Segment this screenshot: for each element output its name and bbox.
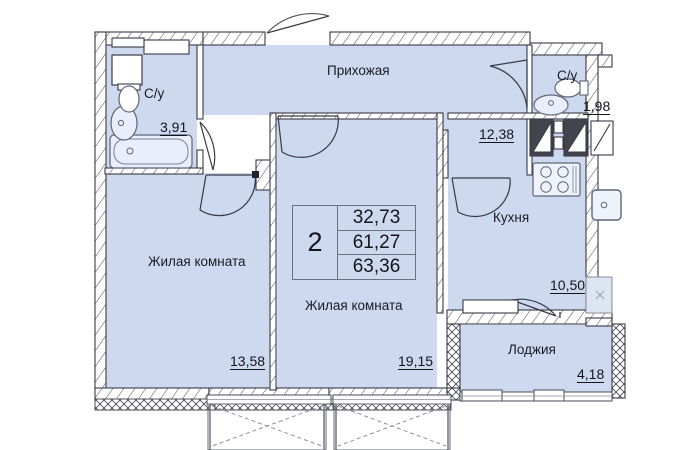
- room-label-bathroom-left: С/у: [144, 86, 165, 101]
- closet-block: [529, 118, 614, 157]
- room-area-hallway: 12,38: [479, 126, 515, 143]
- area-without-loggia-value: 61,27: [338, 231, 415, 256]
- niche-top-left: [111, 37, 190, 55]
- apartment-summary-box: 2 32,73 61,27 63,36: [292, 205, 416, 280]
- fixture-toilet-left: [111, 54, 143, 113]
- balcony-outlines: [207, 403, 451, 450]
- living-area-value: 32,73: [338, 206, 415, 231]
- room-area-living-room-center: 19,15: [398, 353, 434, 370]
- room-label-loggia: Лоджия: [508, 342, 556, 357]
- total-area-value: 63,36: [352, 256, 401, 278]
- fixture-kitchen-sink: [591, 189, 622, 221]
- fixture-washbasin-right: [533, 94, 569, 116]
- kitchen-niche: [585, 276, 613, 314]
- room-label-living-room-center: Жилая комната: [305, 298, 403, 313]
- fixture-bathtub: [109, 134, 193, 169]
- room-label-living-room-left: Жилая комната: [148, 254, 246, 269]
- room-label-bathroom-right: С/у: [557, 68, 578, 83]
- rooms-count: 2: [293, 206, 338, 279]
- fixture-toilet-right: [554, 78, 589, 98]
- room-area-bathroom-left: 3,91: [160, 119, 188, 136]
- room-area-living-room-left: 13,58: [230, 353, 266, 370]
- fixture-cooktop: [532, 162, 581, 197]
- room-area-kitchen: 10,50: [550, 277, 586, 294]
- room-area-bathroom-right: 1,98: [583, 98, 611, 115]
- wall-niches: [462, 299, 519, 314]
- partition-walls: [104, 44, 589, 391]
- room-fills: [105, 45, 612, 397]
- room-area-loggia: 4,18: [577, 366, 605, 383]
- room-label-hallway: Прихожая: [327, 63, 390, 78]
- room-label-kitchen: Кухня: [493, 210, 530, 225]
- doors: [199, 13, 561, 318]
- windows: [206, 389, 613, 405]
